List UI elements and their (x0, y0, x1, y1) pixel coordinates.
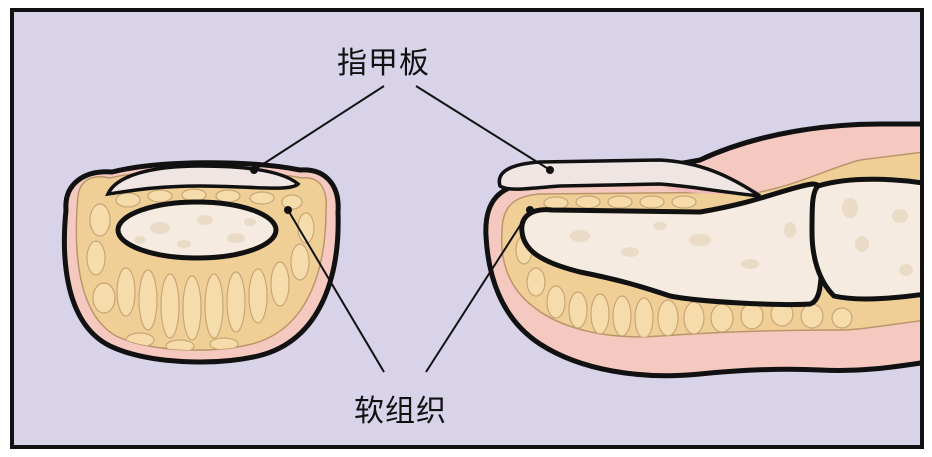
finger-nail-plate (497, 158, 761, 198)
finger-longitudinal-section (483, 121, 922, 379)
cross-section-bone (115, 199, 279, 261)
leader-line-tissue-left (287, 209, 385, 373)
cross-section-nail-plate (105, 164, 301, 197)
pointer-dot-nail-left (250, 166, 258, 174)
pointer-dot-tissue-right (526, 206, 534, 214)
fingertip-cross-section (61, 160, 341, 365)
leader-line-tissue-right (425, 209, 531, 373)
pointer-dot-nail-right (546, 166, 554, 174)
leader-line-nail-left (253, 85, 385, 171)
middle-phalanx-bone (809, 176, 922, 302)
pointer-dot-tissue-left (284, 206, 292, 214)
leader-line-nail-right (415, 85, 551, 171)
distal-phalanx-bone (519, 181, 831, 308)
label-nail-plate: 指甲板 (337, 46, 430, 81)
label-soft-tissue: 软组织 (354, 394, 447, 429)
frame-border (10, 8, 924, 449)
